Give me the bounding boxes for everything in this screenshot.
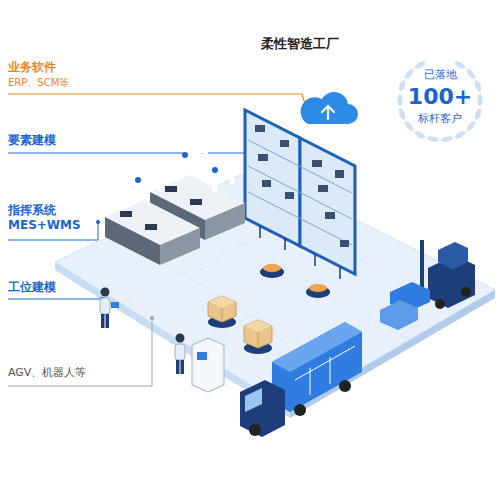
layer-note: ERP、SCM等 — [8, 77, 69, 90]
badge-number: 100+ — [408, 83, 472, 111]
forklift — [380, 240, 475, 330]
leader-lines — [8, 94, 312, 386]
laurel-wreath — [397, 60, 482, 143]
rack-screens — [245, 110, 355, 279]
badge-text: 标杆客户 — [418, 112, 462, 126]
factory-floor — [55, 168, 495, 418]
layer-label: 工位建模 — [8, 280, 56, 295]
cloud-icon — [301, 92, 358, 124]
truck — [240, 322, 362, 437]
layer-label: 业务软件 — [8, 60, 56, 75]
layer-label: 指挥系统 MES+WMS — [8, 203, 80, 233]
layer-label: 要素建模 — [8, 133, 56, 148]
layer-label: AGV、机器人等 — [8, 366, 86, 380]
diagram-title: 柔性智造工厂 — [261, 36, 339, 52]
badge-text: 已落地 — [424, 68, 457, 82]
conveyor-lines — [105, 150, 245, 265]
workers — [100, 288, 224, 393]
